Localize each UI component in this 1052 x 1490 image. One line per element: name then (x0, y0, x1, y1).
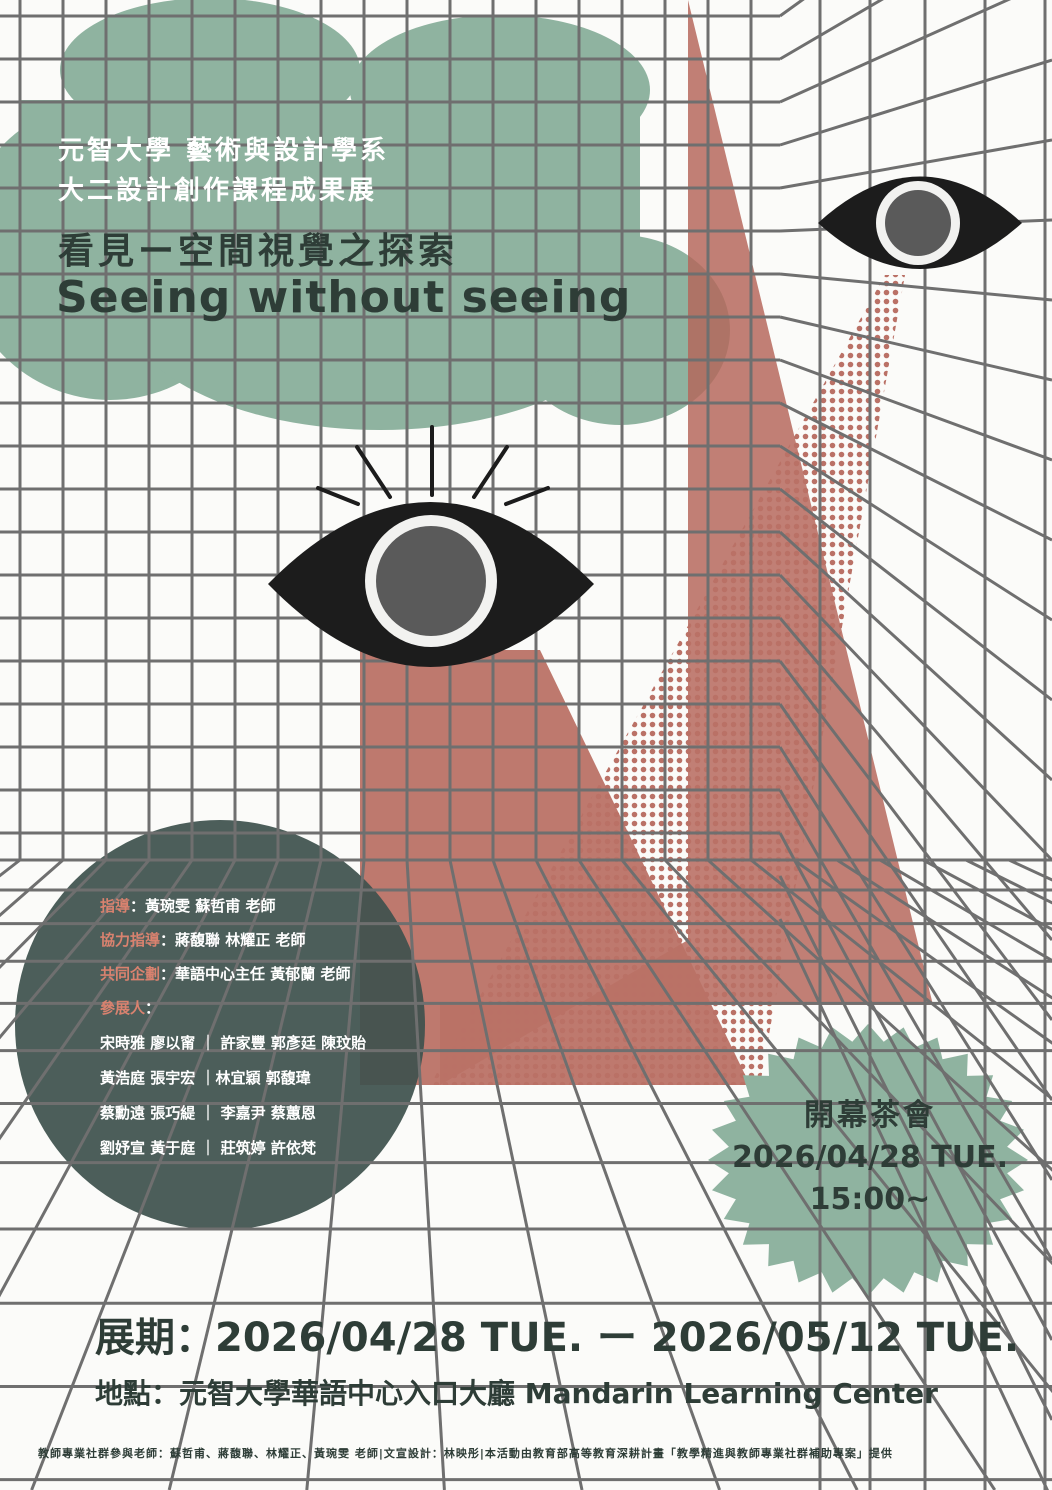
grid-line (0, 859, 151, 1040)
department-line: 元智大學 藝術與設計學系 (58, 136, 390, 166)
opening-date: 2026/04/28 TUE. (731, 1140, 1009, 1175)
credit-exhibitors-label: 參展人 (100, 999, 146, 1017)
grid-line (663, 858, 1052, 1266)
grid-line (779, 138, 1052, 190)
credit-planner: 共同企劃：華語中心主任 黃郁蘭 老師 (100, 963, 350, 984)
grid-line (779, 487, 1052, 702)
grid-line (779, 58, 1052, 147)
exhibition-period: 展期：2026/04/28 TUE. ー 2026/05/12 TUE. (95, 1315, 1020, 1361)
grid-line (0, 858, 21, 878)
grid-line (836, 858, 1052, 1000)
credit-exhibitors-colon: ： (145, 999, 161, 1017)
credit-co-advisor-label: 協力指導 (100, 931, 161, 949)
large-eye-icon (268, 425, 594, 667)
opening-title: 開幕茶會 (804, 1098, 936, 1133)
grid-line (793, 858, 1052, 1045)
credit-planner-value: ：華語中心主任 黃郁蘭 老師 (160, 965, 351, 983)
grid-line (779, 272, 1052, 302)
exhibition-venue: 地點：元智大學華語中心入口大廳 Mandarin Learning Center (95, 1377, 938, 1410)
grid-line (706, 858, 1052, 1172)
grid-line (779, 444, 1052, 622)
credit-advisor: 指導：黃琬雯 蘇哲甫 老師 (100, 895, 275, 916)
grid-line (778, 703, 1052, 1101)
credit-planner-label: 共同企劃 (100, 965, 161, 983)
exhibition-title-en: Seeing without seeing (56, 272, 632, 323)
grid-line (0, 859, 237, 1298)
credit-co-advisor: 協力指導：蔣馥聯 林耀正 老師 (100, 929, 305, 950)
credit-advisor-value: ：黃琬雯 蘇哲甫 老師 (130, 897, 276, 915)
grid-line (779, 358, 1052, 462)
exhibitor-row: 劉妤宣 黃于庭 ｜ 莊筑婷 許依梵 (100, 1139, 316, 1157)
grid-line (779, 0, 884, 61)
grid-line (0, 859, 194, 1141)
course-line: 大二設計創作課程成果展 (58, 176, 378, 206)
grid-line (750, 858, 1052, 1101)
grid-line (778, 530, 1052, 782)
footer-credits: 教師專業社群參與老師：蘇哲甫、蔣馥聯、林耀正、黃琬雯 老師|文宣設計：林映彤|本… (38, 1447, 893, 1460)
credit-advisor-label: 指導 (100, 897, 131, 915)
grid-line (778, 918, 1049, 1490)
credit-co-advisor-value: ：蔣馥聯 林耀正 老師 (160, 931, 306, 949)
grid-line (778, 573, 1052, 862)
grid-line (778, 789, 1052, 1261)
credit-exhibitors: 參展人： (100, 997, 160, 1018)
exhibitor-row: 黃浩庭 張宇宏 ｜林宜穎 郭馥瑋 (100, 1069, 311, 1087)
exhibitor-row: 蔡勳遠 張巧緹 ｜ 李嘉尹 蔡蕙恩 (100, 1104, 316, 1122)
grid-line (779, 0, 1012, 104)
small-eye-icon (818, 176, 1022, 269)
grid-line (778, 617, 1052, 941)
opening-time: 15:00~ (809, 1182, 931, 1217)
exhibitor-row: 宋時雅 廖以甯 ｜ 許家豐 郭彥廷 陳玟貽 (100, 1034, 367, 1052)
grid-line (0, 858, 108, 970)
grid-line (779, 315, 1052, 382)
grid-line (779, 401, 1052, 542)
grid-line (778, 746, 1052, 1181)
exhibition-title-zh: 看見ー空間視覺之探索 (58, 231, 459, 272)
